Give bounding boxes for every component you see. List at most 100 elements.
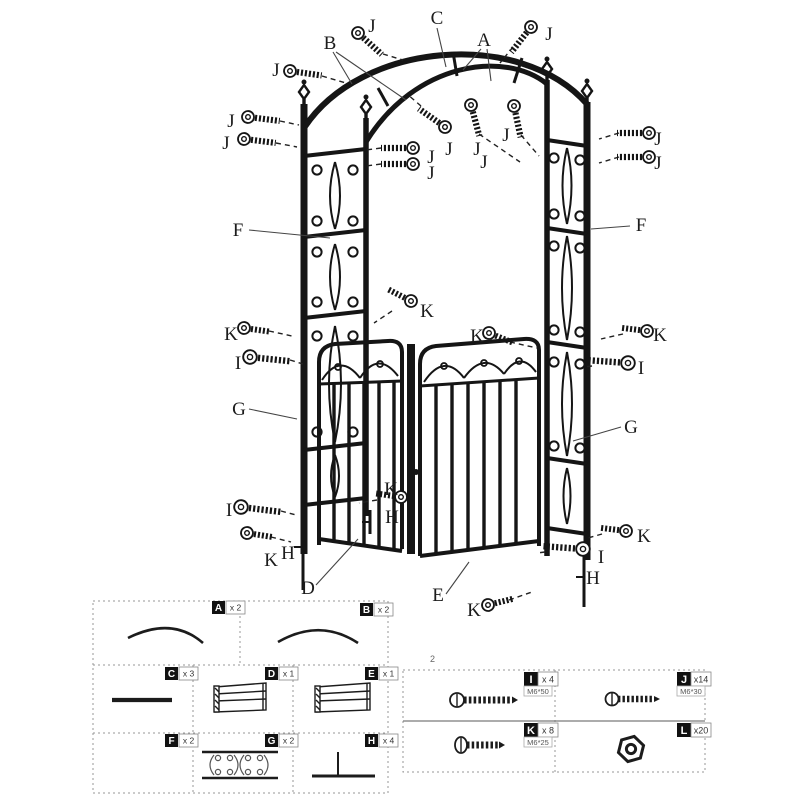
bolt-j-icon (507, 99, 527, 139)
callout-k: K (467, 600, 481, 621)
bolt-k-icon (385, 284, 419, 309)
callout-f: F (233, 220, 244, 241)
part-qty-b: x 2 (378, 605, 390, 615)
bolt-k-icon (237, 321, 270, 337)
callout-g: G (232, 399, 246, 420)
callout-d: D (301, 578, 315, 599)
bolt-j-icon (237, 132, 276, 149)
part-qty-d: x 1 (283, 669, 295, 679)
part-letter-g: G (268, 736, 276, 747)
callout-j: J (368, 16, 375, 37)
callout-f: F (636, 215, 647, 236)
bolt-j-icon (507, 19, 540, 56)
bolt-j-icon (241, 110, 280, 127)
callout-j: J (427, 163, 434, 184)
callout-j: J (473, 139, 480, 160)
bolt-j-icon (617, 151, 655, 163)
bolt-i-icon (588, 353, 636, 370)
callout-j: J (227, 111, 234, 132)
hardware-labels: I x 4 M6*50 J x14 M6*30 K x 8 M6*25 L x2… (523, 671, 712, 748)
bolt-j-icon (415, 104, 453, 136)
hw-qty-k: x 8 (542, 726, 554, 736)
bolt-j-icon (283, 64, 322, 81)
arch-structure (294, 51, 594, 607)
parts-table: A x 2 B x 2 C x 3 D x 1 E x 1 F x 2 G x … (92, 600, 399, 794)
hw-size-k: M6*25 (527, 738, 549, 747)
part-qty-c: x 3 (183, 669, 195, 679)
part-letter-e: E (368, 669, 375, 680)
bolt-k-icon (481, 325, 515, 348)
bolt-k-icon (599, 522, 632, 538)
callout-j: J (272, 60, 279, 81)
callout-k: K (653, 325, 667, 346)
right-scroll-panel (548, 147, 586, 525)
gate-d (317, 338, 404, 553)
gate-e (418, 336, 541, 558)
screw-k-icon (454, 736, 505, 754)
hw-size-i: M6*50 (527, 687, 549, 696)
bolt-i-icon (243, 350, 291, 368)
callout-g: G (624, 417, 638, 438)
callout-k: K (384, 479, 398, 500)
hw-letter-k: K (527, 725, 535, 737)
callout-j: J (222, 133, 229, 154)
hw-letter-i: I (529, 674, 532, 686)
callout-k: K (470, 326, 484, 347)
nut-l-icon (616, 734, 646, 764)
callout-a: A (477, 30, 491, 51)
part-sketches (112, 626, 375, 780)
callout-h: H (385, 507, 399, 528)
callout-j: J (480, 152, 487, 173)
callout-i: I (235, 353, 241, 374)
bolt-j-icon (381, 142, 419, 154)
bolt-i-icon (233, 499, 281, 518)
bolt-j-icon (464, 98, 485, 138)
callout-e: E (432, 585, 444, 606)
part-qty-e: x 1 (383, 669, 395, 679)
part-qty-f: x 2 (183, 736, 195, 746)
bolt-icons (233, 19, 655, 613)
hw-size-j: M6*30 (680, 687, 702, 696)
callout-k: K (420, 301, 434, 322)
hardware-table: I x 4 M6*50 J x14 M6*30 K x 8 M6*25 L x2… (402, 669, 712, 773)
screw-i-icon (449, 692, 518, 708)
hw-qty-i: x 4 (542, 675, 554, 685)
callout-j: J (545, 24, 552, 45)
part-letter-c: C (168, 669, 175, 680)
callout-h: H (586, 568, 600, 589)
bolt-k-icon (620, 322, 653, 338)
part-letter-a: A (215, 603, 222, 614)
callout-i: I (638, 358, 644, 379)
callout-j: J (502, 125, 509, 146)
bolt-k-icon (240, 526, 273, 543)
part-labels: A x 2 B x 2 C x 3 D x 1 E x 1 F x 2 G x … (165, 600, 399, 748)
callout-j: J (654, 129, 661, 150)
part-qty-h: x 4 (383, 736, 395, 746)
leader-lines (248, 27, 631, 595)
callout-b: B (324, 33, 337, 54)
part-letter-f: F (168, 736, 174, 747)
part-qty-g: x 2 (283, 736, 295, 746)
screw-j-icon (604, 691, 660, 707)
callout-k: K (224, 324, 238, 345)
bolt-j-icon (617, 127, 655, 139)
callout-j: J (654, 153, 661, 174)
stray-mark: 2 (430, 654, 435, 664)
part-letter-d: D (268, 669, 275, 680)
part-qty-a: x 2 (230, 603, 242, 613)
callout-j: J (427, 147, 434, 168)
hw-qty-l: x20 (694, 726, 709, 736)
bolt-i-icon (543, 539, 591, 556)
callout-c: C (431, 8, 444, 29)
hw-qty-j: x14 (694, 675, 709, 685)
callout-k: K (264, 550, 278, 571)
hw-letter-j: J (681, 674, 687, 686)
callout-h: H (281, 543, 295, 564)
bolt-k-icon (481, 593, 515, 612)
part-letter-h: H (368, 736, 375, 747)
hw-letter-l: L (681, 725, 688, 737)
bolt-dash-lines (268, 46, 624, 601)
bolt-j-icon (381, 158, 419, 170)
